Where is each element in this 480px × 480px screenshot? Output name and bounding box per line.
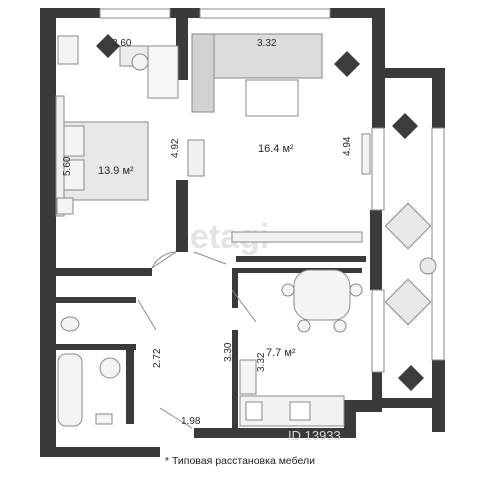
nightstand bbox=[56, 197, 74, 215]
dim-bedroom-top: 2.60 bbox=[112, 38, 132, 49]
chair bbox=[281, 283, 295, 297]
coffee-table bbox=[245, 79, 299, 117]
lounge-chair bbox=[384, 202, 432, 250]
bathroom-fixtures bbox=[57, 316, 121, 427]
living-area: 16.4 м² bbox=[258, 143, 294, 155]
lounge-chair bbox=[384, 278, 432, 326]
dim-hall-bottom: 1.98 bbox=[181, 416, 201, 427]
watermark-id: ID 13933 bbox=[288, 428, 341, 443]
washing-machine bbox=[99, 357, 121, 379]
dining-table bbox=[293, 269, 351, 321]
chair bbox=[131, 53, 149, 71]
cabinet bbox=[57, 35, 79, 65]
dim-living-right: 4.94 bbox=[342, 136, 353, 156]
door-swings bbox=[137, 251, 257, 429]
dim-partition: 4.92 bbox=[170, 138, 181, 158]
toilet bbox=[60, 316, 80, 332]
closet bbox=[147, 45, 179, 99]
plant-icon bbox=[96, 34, 424, 391]
basin bbox=[95, 413, 113, 425]
dim-living-top: 3.32 bbox=[257, 38, 277, 49]
fridge bbox=[239, 359, 257, 395]
sink bbox=[245, 401, 263, 421]
tv-stand bbox=[187, 139, 205, 177]
windows bbox=[99, 8, 445, 373]
dim-hall-right: 3.30 bbox=[223, 342, 234, 362]
chair bbox=[333, 319, 347, 333]
chair bbox=[297, 319, 311, 333]
balcony-furniture bbox=[384, 202, 437, 326]
stove bbox=[289, 401, 311, 421]
side-table bbox=[419, 257, 437, 275]
walls bbox=[40, 8, 445, 457]
wardrobe bbox=[55, 95, 65, 217]
dim-bedroom-side: 5.60 bbox=[62, 156, 73, 176]
tv-unit bbox=[231, 231, 363, 243]
footnote: * Типовая расстановка мебели bbox=[164, 455, 316, 467]
pillow bbox=[61, 125, 85, 157]
sofa-arm bbox=[191, 33, 215, 113]
bedroom-furniture bbox=[55, 35, 205, 217]
dim-kitchen-left: 3.32 bbox=[256, 352, 267, 372]
bathtub bbox=[57, 353, 83, 427]
kitchen-area: 7.7 м² bbox=[266, 347, 296, 359]
dim-hall-left: 2.72 bbox=[152, 348, 163, 368]
kitchen-furniture bbox=[239, 269, 363, 427]
living-furniture bbox=[191, 33, 371, 243]
radiator bbox=[361, 133, 371, 175]
chair bbox=[349, 283, 363, 297]
bedroom-area: 13.9 м² bbox=[98, 165, 134, 177]
